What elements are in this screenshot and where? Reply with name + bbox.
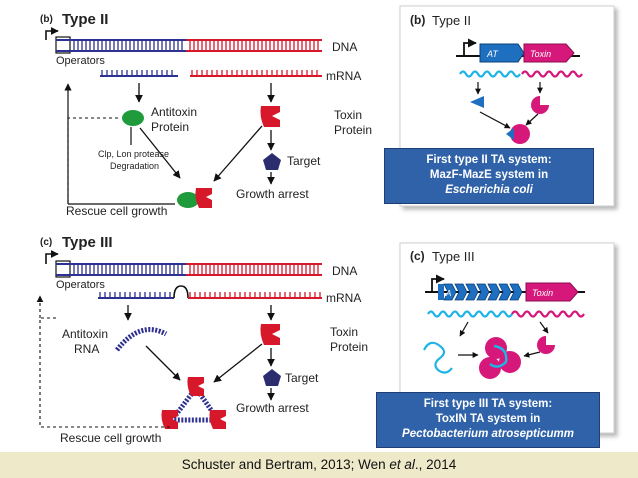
rescue-label: Rescue cell growth bbox=[66, 204, 167, 218]
gene-antitoxin-arrow bbox=[479, 43, 525, 63]
citation-part3: ., 2014 bbox=[414, 457, 457, 472]
antitoxin-repeat-chevron bbox=[454, 283, 468, 301]
callout-type-ii-line3: Escherichia coli bbox=[445, 184, 533, 196]
growth-arrest-label: Growth arrest bbox=[236, 187, 309, 201]
panel-type-iii: (c) Type III Operators DNA mRNA Antitoxi… bbox=[36, 234, 368, 445]
toxin-antitoxin-complex-icon bbox=[479, 337, 521, 379]
callout-type-iii-line2: ToxIN TA system in bbox=[435, 413, 541, 425]
citation-footer: Schuster and Bertram, 2013; Wen et al., … bbox=[0, 452, 638, 478]
gene-toxin-arrow bbox=[525, 282, 579, 302]
panel-c-title: Type III bbox=[62, 234, 113, 251]
antitoxin-mrna-wave bbox=[459, 70, 521, 78]
panel-b-title: Type II bbox=[62, 11, 108, 28]
dna-label: DNA bbox=[332, 40, 357, 54]
growth-arrest-label: Growth arrest bbox=[236, 401, 309, 415]
panel-c-tag: (c) bbox=[40, 237, 52, 248]
antitoxin-rna-label-line1: Antitoxin bbox=[62, 327, 108, 341]
toxin-protein-icon bbox=[531, 96, 549, 114]
toxin-protein-icon bbox=[537, 336, 555, 354]
target-label: Target bbox=[287, 154, 321, 168]
antitoxin-repeat-chevron bbox=[487, 283, 501, 301]
toxin-mrna-wave bbox=[521, 70, 583, 78]
antitoxin-protein-icon bbox=[470, 96, 484, 108]
toxin-protein-icon bbox=[260, 106, 280, 127]
promoter-arrow bbox=[45, 250, 59, 264]
callout-type-ii-line2: MazF-MazE system in bbox=[429, 169, 549, 181]
inset-c-title: Type III bbox=[432, 249, 475, 264]
ta-complex-icon bbox=[177, 188, 212, 208]
antitoxin-label-line1: Antitoxin bbox=[151, 105, 197, 119]
operators-label: Operators bbox=[56, 279, 105, 291]
antitoxin-rna-wave bbox=[427, 310, 513, 318]
antitoxin-rna-label-line2: RNA bbox=[74, 342, 99, 356]
toxin-label-line2: Protein bbox=[334, 123, 372, 137]
callout-type-iii-line1: First type III TA system: bbox=[423, 398, 553, 410]
panel-b-tag: (b) bbox=[40, 14, 53, 25]
gene-antitoxin-label: AT bbox=[486, 49, 499, 59]
dna-label: DNA bbox=[332, 264, 357, 278]
inset-c-tag: (c) bbox=[410, 249, 425, 263]
callout-type-iii: First type III TA system: ToxIN TA syste… bbox=[376, 392, 600, 448]
citation-part1: Schuster and Bertram, 2013; Wen bbox=[181, 457, 390, 472]
antitoxin-rna-icon bbox=[423, 341, 453, 374]
toxin-protein-icon bbox=[260, 324, 280, 345]
target-label: Target bbox=[285, 371, 319, 385]
protease-label-line1: Clp, Lon protease bbox=[98, 149, 169, 159]
ta-complex-icon bbox=[506, 124, 530, 144]
target-icon bbox=[263, 153, 281, 170]
inset-b-tag: (b) bbox=[410, 13, 425, 27]
callout-type-iii-line3: Pectobacterium atrosepticumm bbox=[402, 428, 574, 440]
toxin-mrna-wave bbox=[511, 310, 585, 318]
citation-part2: et al bbox=[389, 457, 415, 472]
antitoxin-repeat-chevron bbox=[498, 283, 512, 301]
gene-antitoxin-label: A bbox=[445, 289, 451, 298]
mrna-strand bbox=[98, 285, 322, 299]
protease-label-line2: Degradation bbox=[110, 161, 159, 171]
toxin-label-line1: Toxin bbox=[330, 325, 358, 339]
promoter-arrow bbox=[45, 27, 59, 40]
mrna-label: mRNA bbox=[326, 291, 361, 305]
dna-strand bbox=[55, 36, 322, 54]
operator-box bbox=[55, 260, 71, 278]
toxin-label-line2: Protein bbox=[330, 340, 368, 354]
callout-type-ii: First type II TA system: MazF-MazE syste… bbox=[384, 148, 594, 204]
antitoxin-repeat-chevron bbox=[465, 283, 479, 301]
terminator-loop bbox=[173, 285, 189, 299]
antitoxin-label-line2: Protein bbox=[151, 120, 189, 134]
inset-b-title: Type II bbox=[432, 13, 471, 28]
rescue-label: Rescue cell growth bbox=[60, 431, 161, 445]
dna-strand bbox=[55, 260, 322, 278]
target-icon bbox=[263, 369, 281, 386]
panel-type-ii: (b) Type II Operators DNA mRNA An bbox=[40, 11, 372, 218]
operator-box bbox=[55, 36, 71, 54]
gene-toxin-label: Toxin bbox=[530, 49, 551, 59]
toxin-label-line1: Toxin bbox=[334, 108, 362, 122]
mrna-label: mRNA bbox=[326, 69, 361, 83]
antitoxin-repeat-arrows bbox=[443, 283, 523, 301]
gene-toxin-label: Toxin bbox=[532, 288, 553, 298]
callout-type-ii-line1: First type II TA system: bbox=[426, 154, 552, 166]
rescue-feedback-line bbox=[39, 317, 170, 428]
antitoxin-repeat-chevron bbox=[476, 283, 490, 301]
operators-label: Operators bbox=[56, 55, 105, 67]
antitoxin-rna-icon bbox=[115, 327, 168, 352]
toxin-antitoxin-complex-icon bbox=[161, 377, 226, 429]
gene-toxin-arrow bbox=[523, 43, 575, 63]
antitoxin-repeat-chevron bbox=[509, 283, 523, 301]
antitoxin-repeat-chevron bbox=[443, 283, 457, 301]
antitoxin-protein-icon bbox=[122, 110, 144, 126]
mrna-strand bbox=[100, 70, 322, 77]
